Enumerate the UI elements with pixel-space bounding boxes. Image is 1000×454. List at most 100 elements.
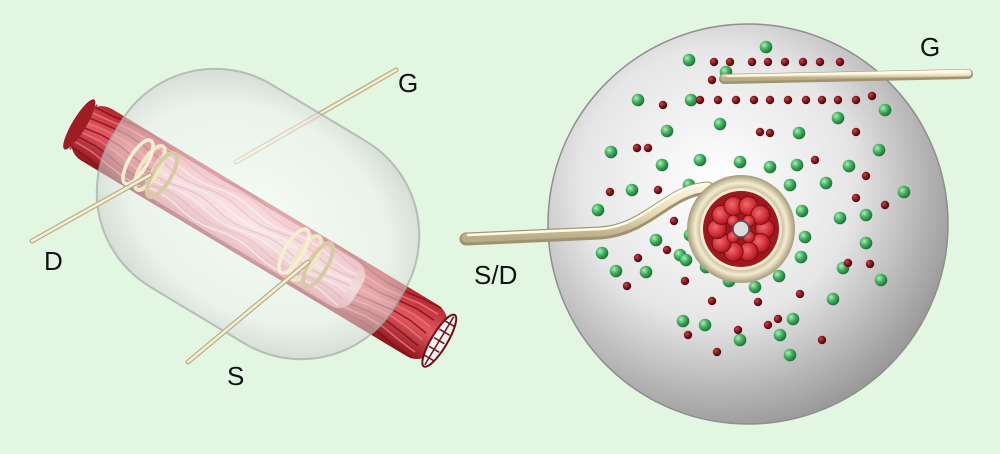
green-particle: [733, 333, 747, 347]
green-particle: [684, 93, 698, 107]
fiber-end-grid: [423, 316, 456, 366]
green-particle: [631, 93, 645, 107]
maroon-particle: [680, 276, 690, 286]
maroon-particle: [810, 155, 820, 165]
green-particle: [786, 312, 800, 326]
maroon-particle: [755, 127, 765, 137]
green-particle: [698, 318, 712, 332]
maroon-particle: [817, 335, 827, 345]
green-particle: [790, 158, 804, 172]
ion-particles: [591, 40, 911, 362]
maroon-particle: [632, 143, 642, 153]
maroon-particle: [765, 95, 775, 105]
right-source-drain-label: S/D: [474, 260, 517, 290]
left-figure: G D S: [29, 67, 458, 391]
maroon-particle: [622, 281, 632, 291]
maroon-particle: [662, 245, 672, 255]
maroon-particle: [605, 187, 615, 197]
green-particle: [831, 111, 845, 125]
maroon-particle: [763, 320, 773, 330]
maroon-particle: [780, 57, 790, 67]
maroon-particle: [851, 193, 861, 203]
green-particle: [874, 273, 888, 287]
maroon-particle: [798, 57, 808, 67]
green-particle: [773, 328, 787, 342]
maroon-particle: [865, 259, 875, 269]
maroon-particle: [707, 296, 717, 306]
maroon-particle: [695, 95, 705, 105]
maroon-particle: [669, 216, 679, 226]
maroon-particle: [801, 95, 811, 105]
green-particle: [819, 176, 833, 190]
maroon-particle: [658, 100, 668, 110]
maroon-particle: [633, 253, 643, 263]
green-particle: [783, 348, 797, 362]
maroon-particle: [817, 95, 827, 105]
fiber-back-cap: [63, 99, 96, 150]
left-source-label: S: [227, 361, 244, 391]
maroon-particle: [643, 143, 653, 153]
maroon-particle: [880, 200, 890, 210]
maroon-particle: [733, 325, 743, 335]
maroon-particle: [851, 127, 861, 137]
green-particle: [878, 103, 892, 117]
green-particle: [655, 158, 669, 172]
maroon-particle: [773, 314, 783, 324]
green-particle: [772, 269, 786, 283]
maroon-particle: [713, 95, 723, 105]
source-drain-wire: [459, 181, 715, 246]
right-figure: G S/D: [459, 23, 973, 425]
maroon-particle: [731, 95, 741, 105]
drain-coil: [121, 138, 180, 199]
maroon-particle: [815, 57, 825, 67]
green-particle: [676, 314, 690, 328]
green-particle: [794, 250, 808, 264]
green-particle: [859, 236, 873, 250]
green-particle: [763, 160, 777, 174]
left-gate-label: G: [398, 68, 418, 98]
translucent-bubble: [95, 67, 421, 361]
green-particle: [649, 233, 663, 247]
green-particle: [842, 159, 856, 173]
green-particle: [798, 230, 812, 244]
green-particle: [759, 40, 773, 54]
drain-wire: [29, 172, 153, 244]
green-particle: [604, 145, 618, 159]
right-gate-label: G: [920, 32, 940, 62]
green-particle: [783, 178, 797, 192]
maroon-particle: [707, 75, 717, 85]
green-particle: [833, 211, 847, 225]
green-particle: [733, 155, 747, 169]
green-particle: [682, 53, 696, 67]
maroon-particle: [867, 91, 877, 101]
green-particle: [795, 204, 809, 218]
maroon-particle: [709, 57, 719, 67]
maroon-particle: [835, 57, 845, 67]
maroon-particle: [749, 95, 759, 105]
green-particle: [826, 292, 840, 306]
maroon-particle: [783, 95, 793, 105]
green-particle: [595, 246, 609, 260]
green-particle: [609, 264, 623, 278]
green-particle: [897, 185, 911, 199]
source-wire: [185, 259, 311, 365]
green-particle: [748, 280, 762, 294]
green-particle: [792, 126, 806, 140]
maroon-particle: [747, 57, 757, 67]
core-center: [732, 220, 750, 238]
maroon-particle: [765, 128, 775, 138]
maroon-particle: [851, 95, 861, 105]
maroon-particle: [712, 347, 722, 357]
maroon-particle: [753, 297, 763, 307]
maroon-particle: [763, 57, 773, 67]
end-cap-line: [424, 316, 455, 366]
maroon-particle: [683, 330, 693, 340]
maroon-particle: [843, 258, 853, 268]
core-fiber: [750, 204, 771, 225]
green-particle: [639, 265, 653, 279]
maroon-particle: [833, 95, 843, 105]
green-particle: [625, 183, 639, 197]
maroon-particle: [725, 57, 735, 67]
